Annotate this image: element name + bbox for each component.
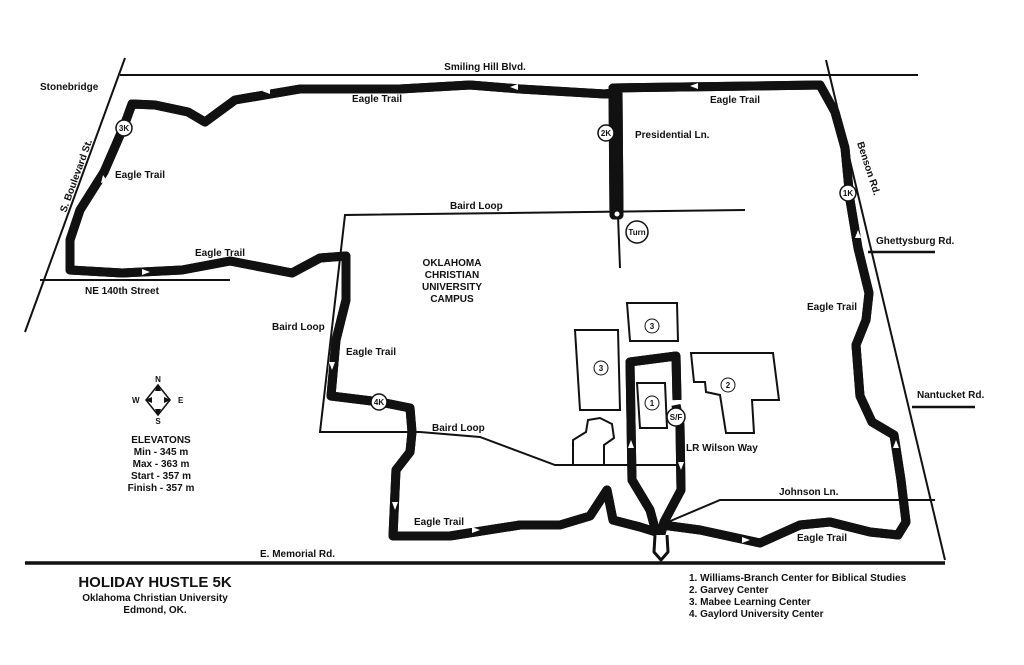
marker-4k-label: 4K bbox=[374, 398, 384, 407]
campus-label-line: OKLAHOMA bbox=[423, 258, 482, 269]
marker-turn: Turn bbox=[613, 210, 649, 244]
label-eagle-trail: Eagle Trail bbox=[710, 95, 760, 106]
label-eagle-trail: Eagle Trail bbox=[346, 347, 396, 358]
arrow-icon bbox=[855, 230, 861, 238]
label-eagle-trail: Eagle Trail bbox=[797, 533, 847, 544]
label-eagle-trail: Eagle Trail bbox=[414, 517, 464, 528]
map-location: Edmond, OK. bbox=[123, 605, 187, 616]
label-stonebridge: Stonebridge bbox=[40, 82, 99, 93]
arrow-icon bbox=[690, 83, 698, 89]
label-eagle-trail: Eagle Trail bbox=[352, 94, 402, 105]
distance-markers: 1K 2K 3K 4K S/F Turn bbox=[115, 119, 857, 427]
marker-sf-label: S/F bbox=[670, 413, 683, 422]
direction-arrows bbox=[101, 83, 899, 543]
campus-label-line: CHRISTIAN bbox=[425, 270, 479, 281]
map-subtitle: Oklahoma Christian University bbox=[82, 593, 228, 604]
compass-n: N bbox=[155, 375, 161, 384]
map-title: HOLIDAY HUSTLE 5K bbox=[78, 574, 232, 591]
label-ghettysburg: Ghettysburg Rd. bbox=[876, 236, 955, 247]
elevations-heading: ELEVATONS bbox=[131, 435, 191, 446]
arrow-icon bbox=[142, 269, 150, 275]
label-baird-left: Baird Loop bbox=[272, 322, 325, 333]
building-numbers: 3 3 1 2 bbox=[593, 318, 736, 411]
building-number: 2 bbox=[726, 381, 731, 390]
campus-label: OKLAHOMA CHRISTIAN UNIVERSITY CAMPUS bbox=[422, 258, 482, 305]
label-baird-top: Baird Loop bbox=[450, 201, 503, 212]
arrow-icon bbox=[262, 88, 270, 94]
legend-item: 3. Mabee Learning Center bbox=[689, 597, 811, 608]
marker-3k: 3K bbox=[115, 119, 133, 137]
label-johnson: Johnson Ln. bbox=[779, 487, 839, 498]
label-eagle-trail: Eagle Trail bbox=[115, 170, 165, 181]
finish-chute bbox=[652, 534, 670, 562]
arrow-icon bbox=[510, 84, 518, 90]
arrow-icon bbox=[893, 440, 899, 448]
legend-item: 1. Williams-Branch Center for Biblical S… bbox=[689, 573, 907, 584]
label-memorial: E. Memorial Rd. bbox=[260, 549, 335, 560]
arrow-icon bbox=[329, 362, 335, 370]
marker-2k-label: 2K bbox=[601, 129, 611, 138]
building-number: 1 bbox=[650, 399, 655, 408]
title-block: HOLIDAY HUSTLE 5K Oklahoma Christian Uni… bbox=[78, 574, 232, 616]
elevations: ELEVATONS Min - 345 m Max - 363 m Start … bbox=[128, 435, 195, 494]
arrow-icon bbox=[742, 537, 750, 543]
arrow-icon bbox=[678, 462, 684, 470]
building-number: 3 bbox=[650, 322, 655, 331]
compass-s: S bbox=[155, 417, 161, 426]
road-labels: Smiling Hill Blvd. Stonebridge S. Boulev… bbox=[40, 62, 984, 560]
campus-label-line: CAMPUS bbox=[430, 294, 474, 305]
marker-1k-label: 1K bbox=[843, 189, 853, 198]
compass-e: E bbox=[178, 396, 184, 405]
arrow-icon bbox=[628, 440, 634, 448]
compass-w: W bbox=[132, 396, 140, 405]
compass-icon: N S E W bbox=[132, 375, 184, 426]
label-eagle-trail: Eagle Trail bbox=[807, 302, 857, 313]
arrow-icon bbox=[392, 502, 398, 510]
marker-1k: 1K bbox=[839, 184, 857, 202]
label-eagle-trail: Eagle Trail bbox=[195, 248, 245, 259]
road-boulevard bbox=[24, 57, 126, 333]
label-ne140: NE 140th Street bbox=[85, 286, 160, 297]
building-number: 3 bbox=[599, 364, 604, 373]
elevation-finish: Finish - 357 m bbox=[128, 483, 195, 494]
campus-label-line: UNIVERSITY bbox=[422, 282, 482, 293]
label-benson: Benson Rd. bbox=[854, 141, 882, 197]
elevation-min: Min - 345 m bbox=[134, 447, 189, 458]
arrow-icon bbox=[101, 175, 107, 183]
label-baird-bottom: Baird Loop bbox=[432, 423, 485, 434]
marker-turn-label: Turn bbox=[628, 228, 645, 237]
label-smiling-hill: Smiling Hill Blvd. bbox=[444, 62, 526, 73]
building-gaylord bbox=[572, 416, 616, 465]
building-legend: 1. Williams-Branch Center for Biblical S… bbox=[689, 573, 907, 620]
label-presidential: Presidential Ln. bbox=[635, 130, 710, 141]
legend-item: 4. Gaylord University Center bbox=[689, 609, 824, 620]
marker-start-finish: S/F bbox=[666, 407, 686, 427]
legend-item: 2. Garvey Center bbox=[689, 585, 769, 596]
marker-3k-label: 3K bbox=[119, 124, 129, 133]
label-nantucket: Nantucket Rd. bbox=[917, 390, 984, 401]
building-garvey bbox=[689, 352, 781, 434]
marker-2k: 2K bbox=[597, 124, 615, 142]
elevation-max: Max - 363 m bbox=[133, 459, 190, 470]
label-lr-wilson: LR Wilson Way bbox=[686, 443, 758, 454]
road-johnson bbox=[667, 499, 935, 523]
arrow-icon bbox=[472, 527, 480, 533]
road-baird-loop bbox=[318, 209, 746, 466]
marker-4k: 4K bbox=[370, 393, 388, 411]
elevation-start: Start - 357 m bbox=[131, 471, 191, 482]
